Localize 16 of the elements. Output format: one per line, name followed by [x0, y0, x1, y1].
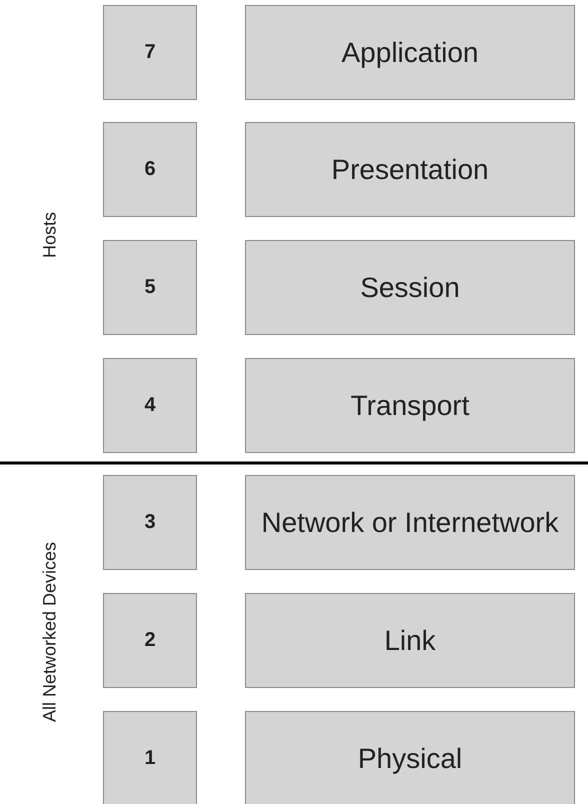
group-label: All Networked Devices — [40, 542, 60, 722]
group-label: Hosts — [40, 212, 60, 258]
layer-name-box: Application — [245, 5, 575, 100]
layer-name-box: Physical — [245, 711, 575, 804]
layer-number-box: 3 — [103, 475, 197, 570]
layer-number-box: 4 — [103, 358, 197, 453]
layer-name-box: Transport — [245, 358, 575, 453]
layer-name-box: Session — [245, 240, 575, 335]
layer-number-box: 5 — [103, 240, 197, 335]
layer-number-box: 7 — [103, 5, 197, 100]
layer-name-box: Link — [245, 593, 575, 688]
layer-number-box: 1 — [103, 711, 197, 804]
layer-name-box: Presentation — [245, 122, 575, 217]
layer-number-box: 2 — [103, 593, 197, 688]
layer-name-box: Network or Internetwork — [245, 475, 575, 570]
layer-number-box: 6 — [103, 122, 197, 217]
